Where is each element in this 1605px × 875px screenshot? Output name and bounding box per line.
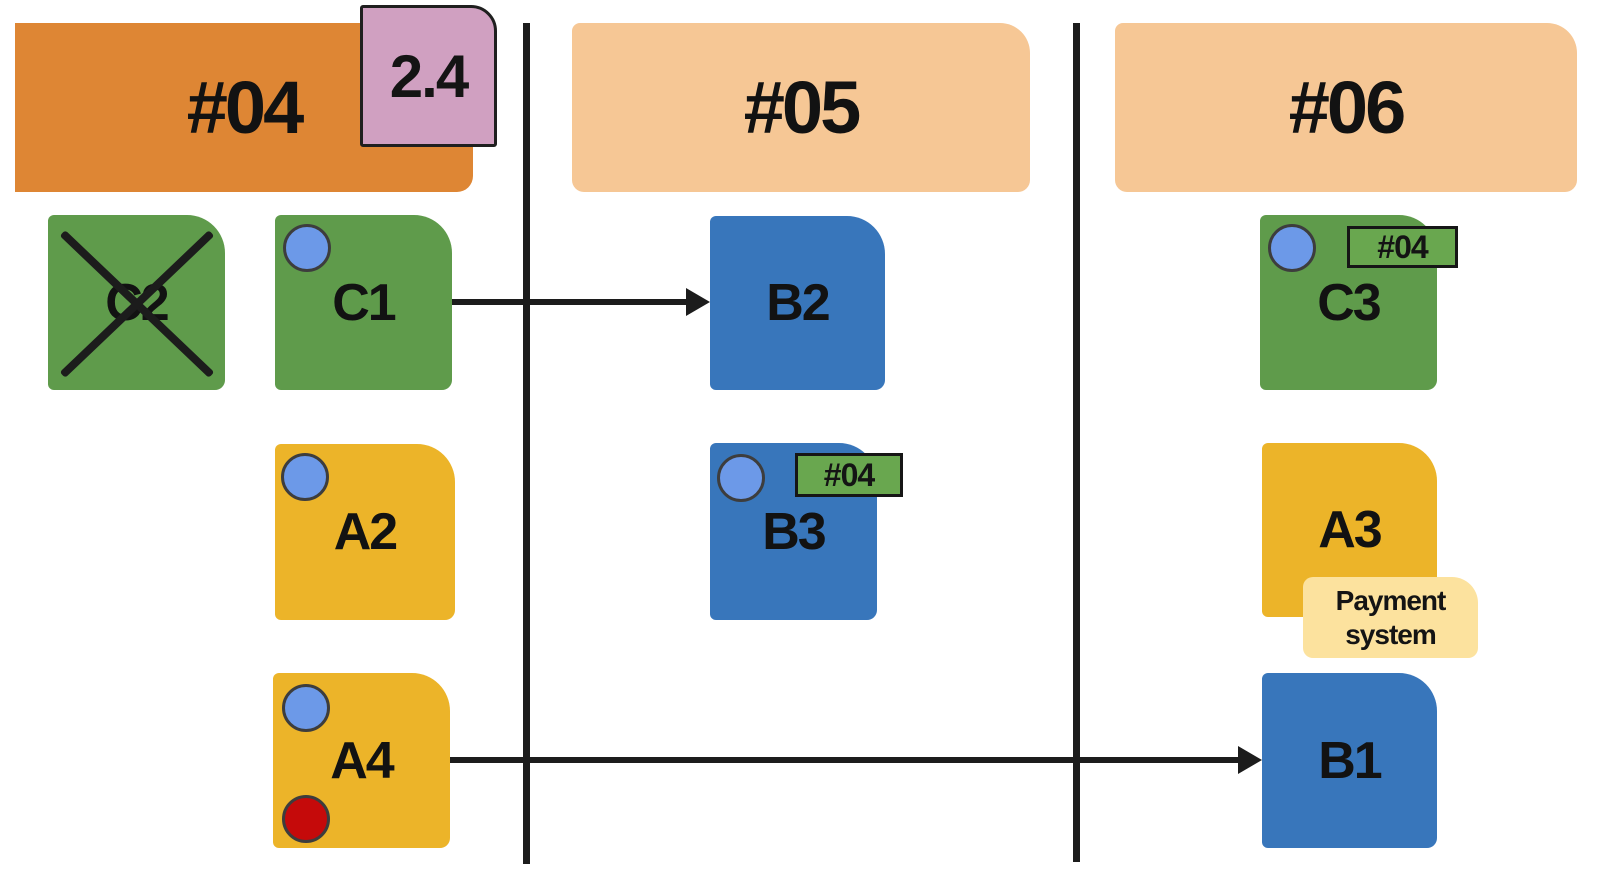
- column-header-06[interactable]: #06: [1115, 23, 1577, 192]
- note-b2-label: B2: [766, 274, 831, 332]
- note-c2[interactable]: C2: [48, 215, 225, 390]
- version-badge-note[interactable]: 2.4: [360, 5, 497, 147]
- note-c3-label: C3: [1317, 273, 1382, 332]
- arrow-head-icon: [686, 288, 710, 316]
- arrow-line: [452, 299, 692, 305]
- note-a4-label: A4: [330, 731, 395, 790]
- payment-system-tag[interactable]: Payment system: [1303, 577, 1478, 658]
- note-b2[interactable]: B2: [710, 216, 885, 390]
- blue-dot-icon[interactable]: [281, 453, 329, 501]
- note-b3-label: B3: [762, 502, 827, 561]
- sprint-tag-c3-label: #04: [1377, 228, 1428, 265]
- blue-dot-icon[interactable]: [717, 454, 765, 502]
- arrow-line: [450, 757, 1242, 763]
- note-b3[interactable]: #04 B3: [710, 443, 903, 620]
- sprint-tag-b3[interactable]: #04: [795, 453, 903, 497]
- note-c3[interactable]: #04 C3: [1260, 215, 1458, 390]
- note-a3[interactable]: Payment system A3: [1262, 443, 1478, 658]
- blue-dot-icon[interactable]: [283, 224, 331, 272]
- red-dot-icon[interactable]: [282, 795, 330, 843]
- column-separator-2[interactable]: [1073, 23, 1080, 862]
- version-badge-label: 2.4: [389, 42, 469, 110]
- note-b1-label: B1: [1318, 731, 1383, 790]
- column-separator-1[interactable]: [523, 23, 530, 864]
- note-b1[interactable]: B1: [1262, 673, 1437, 848]
- sprint-tag-c3[interactable]: #04: [1347, 226, 1458, 268]
- note-c1[interactable]: C1: [275, 215, 452, 390]
- column-header-05[interactable]: #05: [572, 23, 1030, 192]
- column-header-05-label: #05: [743, 66, 861, 149]
- note-a4[interactable]: A4: [273, 673, 450, 848]
- note-c1-label: C1: [332, 273, 397, 332]
- blue-dot-icon[interactable]: [282, 684, 330, 732]
- blue-dot-icon[interactable]: [1268, 224, 1316, 272]
- note-a3-label: A3: [1318, 501, 1383, 559]
- column-header-04-label: #04: [186, 66, 304, 149]
- note-a2-label: A2: [333, 503, 399, 561]
- arrow-head-icon: [1238, 746, 1262, 774]
- note-a2[interactable]: A2: [275, 444, 455, 620]
- column-header-06-label: #06: [1288, 66, 1406, 149]
- sprint-tag-b3-label: #04: [823, 456, 875, 493]
- payment-system-tag-label: Payment system: [1335, 584, 1447, 650]
- cross-out-mark[interactable]: [59, 230, 215, 378]
